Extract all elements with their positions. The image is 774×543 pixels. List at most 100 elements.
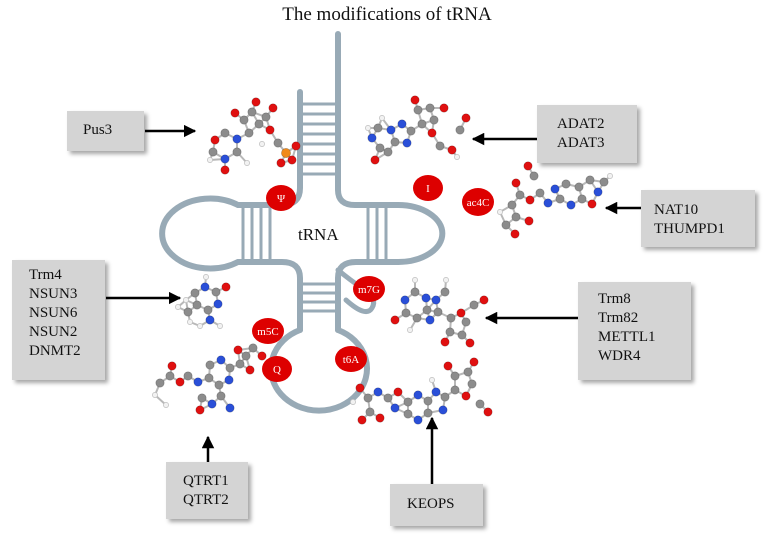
d-arm-loop [159,195,241,272]
enzyme-label: NAT10 [654,202,699,218]
enzyme-label: QTRT1 [183,473,229,489]
molecule-atom [375,143,385,153]
molecule-atom [413,390,423,400]
enzyme-box-trm4: Trm4 NSUN3 NSUN6 NSUN2 DNMT2 [12,260,105,380]
queuosine-molecule [152,343,267,415]
molecule-atom [457,330,467,340]
molecule-atom [607,173,613,179]
molecule-atom [400,295,410,305]
molecule-atom [412,277,418,283]
molecule-atom [550,184,560,194]
diagram-title: The modifications of tRNA [282,4,492,25]
molecule-atom [155,378,165,388]
molecule-atom [469,300,479,310]
molecule-atom [461,317,471,327]
molecule-atom [577,194,587,204]
molecule-atom [433,307,443,317]
molecule-atom [254,119,264,129]
molecule-atom [393,387,403,397]
enzyme-box-nat10: NAT10 THUMPD1 [641,190,755,247]
molecule-atom [203,274,209,280]
molecule-atom [410,95,420,105]
molecule-atom [197,323,203,329]
pseudouridine-molecule [207,97,301,175]
molecule-atom [479,295,489,305]
molecule-atom [525,195,535,205]
t6a-molecule [350,357,493,425]
molecule-atom [244,128,254,138]
molecule-atom [566,200,576,210]
molecule-atom [291,141,301,151]
molecule-atom [435,141,445,151]
enzyme-label: Trm82 [598,310,639,326]
molecule-atom [445,327,455,337]
molecule-atom [220,128,230,138]
enzyme-label: METTL1 [598,329,656,345]
modification-q-label: Q [273,364,281,376]
molecule-atom [167,361,177,371]
molecule-atom [379,115,385,121]
molecule-atom [232,134,242,144]
enzyme-label: Trm8 [598,291,631,307]
molecule-atom [407,327,413,333]
molecule-atom [224,375,234,385]
molecule-atom [593,187,603,197]
molecule-atom [163,402,169,408]
molecule-atom [193,377,203,387]
molecule-atom [244,160,250,166]
molecule-atom [501,220,511,230]
molecule-atom [207,157,213,163]
enzyme-label: DNMT2 [29,343,81,359]
molecule-atom [190,288,200,298]
molecule-atom [386,125,396,135]
acceptor-stem-right-strand [335,31,401,208]
molecule-atom [446,313,456,323]
molecule-atom [555,194,565,204]
d-arm-lower-strand [235,259,303,333]
t-arm-rungs [366,203,388,264]
molecule-atom [273,138,283,148]
molecule-atom [443,361,453,371]
t-arm-lower-strand [335,259,401,333]
molecule-atom [265,125,275,135]
molecule-atom [456,308,466,318]
modification-ac4c-label: ac4C [467,197,490,209]
molecule-atom [543,198,553,208]
enzyme-label: ADAT3 [557,135,605,151]
molecule-atom [585,175,595,185]
molecule-atom [204,373,214,383]
molecule-atom [183,371,193,381]
molecule-atom [461,113,471,123]
molecule-atom [367,133,377,143]
molecule-atom [410,287,420,297]
enzyme-label: WDR4 [598,348,641,364]
molecule-atom [475,399,485,409]
enzyme-label: Trm4 [29,267,62,283]
molecule-atom [455,125,465,135]
modification-m5c: m5C [252,318,284,344]
modification-m5c-label: m5C [257,326,278,338]
molecule-atom [375,413,385,423]
molecule-atom [248,343,258,353]
molecule-atom [403,397,413,407]
molecule-atom [230,108,240,118]
molecule-atom [357,415,367,425]
d-arm-rungs [241,203,272,264]
molecule-atom [235,359,245,369]
molecule-atom [363,393,373,403]
enzyme-label: ADAT2 [557,116,605,132]
molecule-atom [205,360,215,370]
molecule-atom [245,365,255,375]
molecule-atom [192,300,202,310]
molecule-atom [403,409,413,419]
molecule-atom [443,277,449,283]
acceptor-stem-rungs [298,102,340,176]
molecule-atom [439,103,449,113]
molecule-atom [233,345,243,355]
enzyme-box-qtrt: QTRT1 QTRT2 [166,462,248,519]
molecule-atom [383,393,393,403]
molecule-atom [187,319,193,325]
molecule-atom [207,399,217,409]
molecule-atom [429,377,435,383]
enzyme-label: NSUN2 [29,324,78,340]
